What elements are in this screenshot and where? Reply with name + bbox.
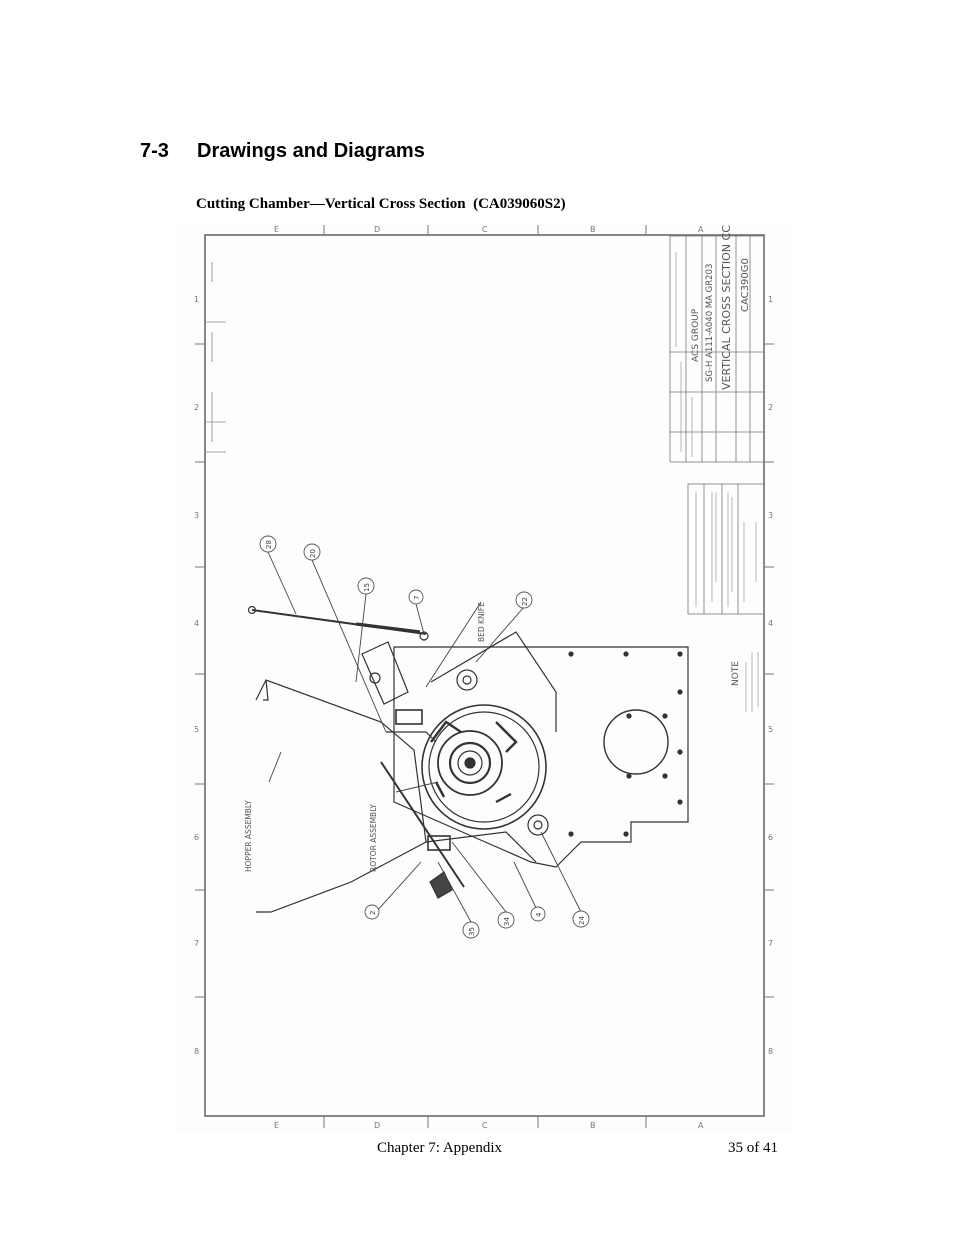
title-block xyxy=(669,235,765,615)
row-label-bottom-e: E xyxy=(274,1121,279,1130)
column-numbers: 1 2 3 4 5 6 7 8 1 2 3 4 5 6 7 8 xyxy=(194,295,773,1056)
section-heading: 7-3 Drawings and Diagrams xyxy=(140,140,425,163)
row-label-top-c: C xyxy=(482,225,488,234)
col-num-right-4: 4 xyxy=(768,619,773,628)
balloon-34: 34 xyxy=(503,917,511,926)
title-block-text: ACS GROUP SG-H A111-A040 MA GR203 VERTIC… xyxy=(691,225,751,686)
row-label-bottom-a: A xyxy=(698,1121,704,1130)
callout-text: HOPPER ASSEMBLY ROTOR ASSEMBLY BED KNIFE xyxy=(244,602,486,872)
title-block-fine-print xyxy=(675,252,759,712)
col-num-left-6: 6 xyxy=(194,833,199,842)
note-label: NOTE xyxy=(731,661,741,686)
balloon-24: 24 xyxy=(578,916,586,925)
col-num-left-8: 8 xyxy=(194,1047,199,1056)
col-num-right-7: 7 xyxy=(768,939,773,948)
col-num-right-8: 8 xyxy=(768,1047,773,1056)
row-label-top-d: D xyxy=(374,225,380,234)
footer-chapter: Chapter 7: Appendix xyxy=(377,1140,502,1156)
balloon-4: 4 xyxy=(535,912,543,917)
row-label-top-e: E xyxy=(274,225,279,234)
row-label-bottom-c: C xyxy=(482,1121,488,1130)
col-num-left-3: 3 xyxy=(194,511,199,520)
figure-caption: Cutting Chamber—Vertical Cross Section (… xyxy=(196,196,566,212)
section-title: Drawings and Diagrams xyxy=(197,140,425,162)
leader-lines xyxy=(267,551,582,923)
col-num-right-3: 3 xyxy=(768,511,773,520)
row-label-bottom-d: D xyxy=(374,1121,380,1130)
title-company: ACS GROUP xyxy=(691,308,701,362)
col-num-right-1: 1 xyxy=(768,295,773,304)
row-label-bottom-b: B xyxy=(590,1121,596,1130)
balloon-7: 7 xyxy=(413,596,421,600)
engineering-drawing: E D C B A E D C B A 1 2 3 4 5 6 7 8 1 2 … xyxy=(176,222,794,1133)
col-num-left-5: 5 xyxy=(194,725,199,734)
title-main: VERTICAL CROSS SECTION CC xyxy=(720,225,733,390)
balloons: 28 20 15 7 22 2 35 34 4 24 16 33 xyxy=(259,535,590,939)
section-number: 7-3 xyxy=(140,140,169,162)
title-model: SG-H A111-A040 MA GR203 xyxy=(705,264,715,382)
col-num-left-4: 4 xyxy=(194,619,199,628)
callout-rotor: ROTOR ASSEMBLY xyxy=(369,804,378,872)
col-num-right-5: 5 xyxy=(768,725,773,734)
balloon-15: 15 xyxy=(363,583,371,592)
row-labels: E D C B A E D C B A xyxy=(274,225,704,1130)
chamber-assembly xyxy=(247,605,689,913)
callout-hopper: HOPPER ASSEMBLY xyxy=(244,800,253,872)
col-num-right-2: 2 xyxy=(768,403,773,412)
balloon-35: 35 xyxy=(468,927,476,936)
revision-block xyxy=(206,262,226,453)
callout-bed-knife: BED KNIFE xyxy=(477,602,486,642)
col-num-left-7: 7 xyxy=(194,939,199,948)
footer-page-number: 35 of 41 xyxy=(728,1140,778,1156)
row-label-top-a: A xyxy=(698,225,704,234)
drawing-border xyxy=(204,234,765,1117)
col-num-left-1: 1 xyxy=(194,295,199,304)
col-num-left-2: 2 xyxy=(194,403,199,412)
border-ticks xyxy=(195,225,774,1128)
balloon-22: 22 xyxy=(521,597,529,606)
balloon-20: 20 xyxy=(309,549,317,558)
balloon-28: 28 xyxy=(265,540,273,549)
row-label-top-b: B xyxy=(590,225,596,234)
balloon-2: 2 xyxy=(369,911,377,915)
title-drawing-number: CAC390G0 xyxy=(740,258,751,312)
col-num-right-6: 6 xyxy=(768,833,773,842)
